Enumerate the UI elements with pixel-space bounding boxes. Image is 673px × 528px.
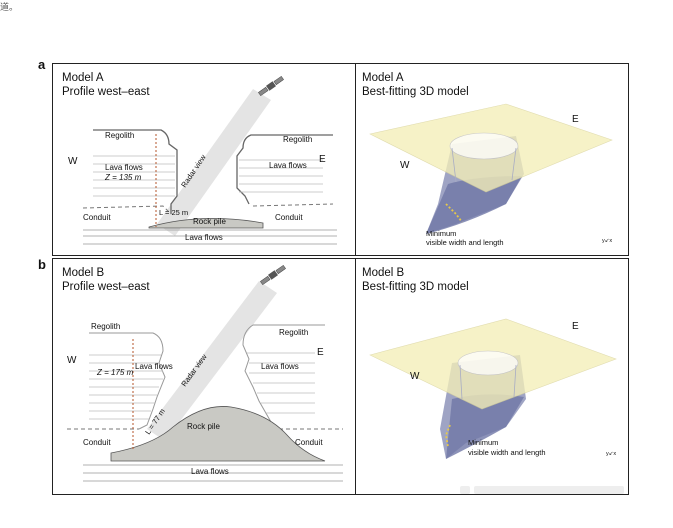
west-label: W xyxy=(400,160,410,171)
profile-title-b-line2: Profile west–east xyxy=(62,281,150,293)
minimum-label-line2: visible width and length xyxy=(468,448,546,457)
cavity-floor xyxy=(446,394,524,459)
model3d-title-a: Model A Best-fitting 3D model xyxy=(362,71,469,99)
east-label: E xyxy=(572,321,579,332)
minimum-label-line2: visible width and length xyxy=(426,238,504,247)
profile-diagram-b: Regolith Regolith Lava flows Lava flows … xyxy=(67,264,343,482)
east-label: E xyxy=(319,154,326,165)
panel-letter-b: b xyxy=(38,257,46,272)
lava-flows-bottom-label: Lava flows xyxy=(191,467,229,476)
minimum-label-line1: Minimum xyxy=(426,229,456,238)
west-label: W xyxy=(68,156,78,167)
panel-b-3d-model: Model B Best-fitting 3D model W E Minimu… xyxy=(355,258,629,495)
rock-pile-label: Rock pile xyxy=(193,217,226,226)
model3d-render-a: W E Minimum visible width and length y↙x xyxy=(369,103,613,247)
left-strata xyxy=(93,155,175,197)
conduit-right-label: Conduit xyxy=(295,438,323,447)
left-strata xyxy=(89,354,163,420)
conduit-right-label: Conduit xyxy=(275,213,303,222)
regolith-left-label: Regolith xyxy=(91,322,120,331)
profile-title-a: Model A Profile west–east xyxy=(62,71,150,99)
satellite-icon xyxy=(260,264,286,286)
east-label: E xyxy=(572,114,579,125)
satellite-icon xyxy=(258,75,284,97)
panel-a-profile: Model A Profile west–east xyxy=(52,63,356,256)
conduit-right-line xyxy=(252,203,334,207)
model3d-title-a-line1: Model A xyxy=(362,72,404,84)
watermark-icon xyxy=(460,486,470,494)
model3d-title-b-line2: Best-fitting 3D model xyxy=(362,281,469,293)
lava-flows-bottom-label: Lava flows xyxy=(185,233,223,242)
conduit-left-label: Conduit xyxy=(83,438,111,447)
east-label: E xyxy=(317,347,324,358)
lava-flows-right-label: Lava flows xyxy=(269,161,307,170)
radar-beam xyxy=(147,281,277,441)
minimum-marker xyxy=(445,203,463,223)
west-label: W xyxy=(410,371,420,382)
panel-letter-a: a xyxy=(38,57,46,72)
lava-flows-left-label: Lava flows xyxy=(135,362,173,371)
rock-pile-label: Rock pile xyxy=(187,422,220,431)
rock-pile xyxy=(110,406,326,462)
watermark-bar xyxy=(474,486,624,494)
west-label: W xyxy=(67,355,77,366)
profile-diagram-a: Regolith Regolith Lava flows Lava flows … xyxy=(68,75,337,245)
regolith-right-label: Regolith xyxy=(279,328,308,337)
depth-label: Z = 135 m xyxy=(104,173,142,182)
right-wall xyxy=(242,324,325,430)
panel-b-profile: Model B Profile west–east xyxy=(52,258,356,495)
length-label: L = 25 m xyxy=(159,208,188,217)
radar-beam xyxy=(157,89,271,236)
profile-title-b-line1: Model B xyxy=(62,267,105,279)
cavity-floor xyxy=(426,176,522,234)
conduit-left-label: Conduit xyxy=(83,213,111,222)
minimum-label-line1: Minimum xyxy=(468,438,498,447)
left-wall xyxy=(89,332,166,430)
axes-tag: y↙x xyxy=(606,451,616,457)
lava-flows-left-label: Lava flows xyxy=(105,163,143,172)
regolith-left-label: Regolith xyxy=(105,131,134,140)
right-strata xyxy=(239,159,323,193)
panel-a-3d-model: Model A Best-fitting 3D model W E Minimu… xyxy=(355,63,629,256)
axes-tag: y↙x xyxy=(602,238,612,244)
watermark xyxy=(460,486,624,494)
right-wall xyxy=(236,134,333,205)
right-strata xyxy=(247,352,315,414)
pit-opening xyxy=(457,350,519,376)
left-wall xyxy=(93,129,178,214)
depth-label: Z = 175 m xyxy=(96,368,134,377)
conduit-left-line xyxy=(82,205,172,215)
profile-title-a-line2: Profile west–east xyxy=(62,86,150,98)
model3d-title-b-line1: Model B xyxy=(362,267,405,279)
model3d-title-b: Model B Best-fitting 3D model xyxy=(362,266,469,294)
profile-title-a-line1: Model A xyxy=(62,72,104,84)
floor-strata xyxy=(83,464,343,482)
rock-pile xyxy=(148,217,264,229)
header-fragment: 道。 xyxy=(0,2,19,12)
model3d-title-a-line2: Best-fitting 3D model xyxy=(362,86,469,98)
regolith-right-label: Regolith xyxy=(283,135,312,144)
pit-opening xyxy=(449,132,519,160)
pit-walls xyxy=(451,147,517,183)
pit-walls xyxy=(459,364,517,400)
model3d-render-b: W E Minimum visible width and length y↙x xyxy=(369,318,617,459)
lava-flows-right-label: Lava flows xyxy=(261,362,299,371)
profile-title-b: Model B Profile west–east xyxy=(62,266,150,294)
floor-strata xyxy=(83,229,337,245)
